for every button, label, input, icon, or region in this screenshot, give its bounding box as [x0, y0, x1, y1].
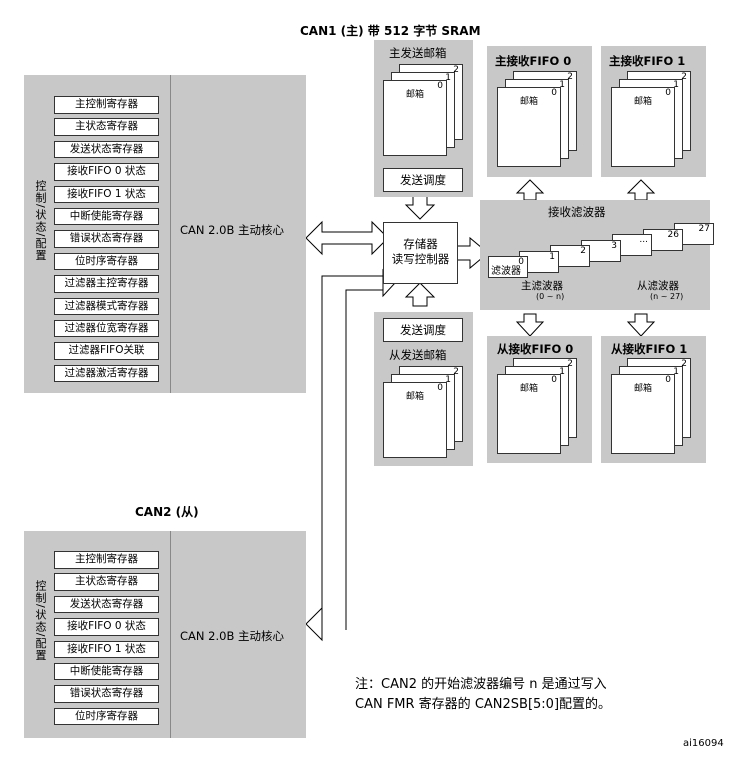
mailbox-number: 2 — [567, 359, 573, 369]
register-box: 过滤器模式寄存器 — [54, 297, 159, 316]
register-box: 发送状态寄存器 — [54, 140, 159, 159]
mailbox-number: 2 — [681, 359, 687, 369]
register-box: 过滤器主控寄存器 — [54, 275, 159, 293]
mailbox-label: 邮箱 — [406, 392, 425, 402]
register-box: 主控制寄存器 — [54, 551, 159, 569]
filter-number: 0 — [518, 257, 524, 267]
slave-tx-scheduler: 发送调度 — [383, 318, 463, 342]
mailbox-number: 2 — [453, 367, 459, 377]
mailbox-page: 0 邮箱 — [497, 374, 561, 454]
mailbox-number: 0 — [437, 81, 443, 91]
mailbox-page: 0 邮箱 — [383, 382, 447, 458]
note-line-2: CAN FMR 寄存器的 CAN2SB[5:0]配置的。 — [355, 697, 612, 712]
slave-filters-label: 从滤波器 — [637, 280, 679, 292]
can2-title: CAN2 (从) — [135, 505, 199, 519]
master-tx-title: 主发送邮箱 — [389, 46, 447, 60]
register-box: 接收FIFO 0 状态 — [54, 163, 159, 181]
mailbox-label: 邮箱 — [520, 97, 539, 107]
can1-divider — [170, 75, 171, 393]
master-tx-scheduler: 发送调度 — [383, 168, 463, 192]
to-master-fifo1-arrow — [626, 179, 656, 201]
to-slave-fifo1-arrow — [626, 313, 656, 337]
mailbox-number: 2 — [681, 72, 687, 82]
slave-scheduler-arrow — [404, 282, 436, 307]
mailbox-page: 0 邮箱 — [611, 87, 675, 167]
register-box: 中断使能寄存器 — [54, 207, 159, 226]
slave-fifo1-title: 从接收FIFO 1 — [611, 342, 688, 356]
mailbox-number: 1 — [445, 73, 451, 83]
mailbox-label: 邮箱 — [634, 384, 653, 394]
register-box: 错误状态寄存器 — [54, 230, 159, 248]
register-box: 接收FIFO 0 状态 — [54, 618, 159, 636]
master-filters-label: 主滤波器 — [521, 280, 563, 292]
slave-filters-range: (n ~ 27) — [650, 292, 684, 301]
can2-side-label: 控制/状态/配置 — [34, 580, 47, 662]
mailbox-number: 0 — [665, 88, 671, 98]
mailbox-number: 0 — [437, 383, 443, 393]
register-box: 过滤器位宽寄存器 — [54, 319, 159, 338]
memory-controller: 存储器 读写控制器 — [383, 222, 458, 284]
filter-bank: 3 — [581, 239, 621, 262]
mailbox-number: 1 — [559, 80, 565, 90]
can2-divider — [170, 531, 171, 738]
filter-number: 3 — [611, 240, 617, 251]
filter-number: 2 — [580, 246, 586, 256]
can1-core-label: CAN 2.0B 主动核心 — [180, 223, 284, 237]
master-fifo0-title: 主接收FIFO 0 — [495, 54, 572, 68]
filter-label: 滤波器 — [491, 266, 521, 277]
register-box: 过滤器FIFO关联 — [54, 342, 159, 360]
mailbox-label: 邮箱 — [634, 97, 653, 107]
to-slave-fifo0-arrow — [515, 313, 545, 337]
slave-fifo0-title: 从接收FIFO 0 — [497, 342, 574, 356]
mailbox-number: 1 — [673, 80, 679, 90]
filter-number: 1 — [549, 251, 555, 262]
register-box: 中断使能寄存器 — [54, 662, 159, 681]
mailbox-page: 0 邮箱 — [611, 374, 675, 454]
to-master-fifo0-arrow — [515, 179, 545, 201]
can2-core-label: CAN 2.0B 主动核心 — [180, 629, 284, 643]
register-box: 错误状态寄存器 — [54, 685, 159, 703]
mailbox-page: 0 邮箱 — [497, 87, 561, 167]
register-box: 主状态寄存器 — [54, 573, 159, 591]
master-scheduler-arrow — [404, 195, 436, 220]
mailbox-number: 2 — [567, 72, 573, 82]
mailbox-number: 1 — [445, 375, 451, 385]
register-box: 主控制寄存器 — [54, 96, 159, 114]
can1-bus-arrow — [305, 220, 389, 256]
master-filters-range: (0 ~ n) — [536, 292, 565, 301]
mailbox-number: 0 — [665, 375, 671, 385]
can1-side-label: 控制/状态/配置 — [34, 180, 47, 262]
filter-number: 27 — [698, 224, 710, 234]
figure-id: ai16094 — [683, 738, 724, 749]
mailbox-number: 1 — [559, 367, 565, 377]
mailbox-page: 0 邮箱 — [383, 80, 447, 156]
mailbox-number: 2 — [453, 65, 459, 75]
note-line-1: 注：CAN2 的开始滤波器编号 n 是通过写入 — [355, 677, 607, 692]
mailbox-label: 邮箱 — [520, 384, 539, 394]
can2-bus-line — [321, 275, 383, 630]
register-box: 主状态寄存器 — [54, 118, 159, 136]
slave-tx-title: 从发送邮箱 — [389, 348, 447, 362]
register-box: 接收FIFO 1 状态 — [54, 185, 159, 204]
mailbox-number: 0 — [551, 375, 557, 385]
master-fifo1-title: 主接收FIFO 1 — [609, 54, 686, 68]
register-box: 接收FIFO 1 状态 — [54, 640, 159, 659]
mailbox-label: 邮箱 — [406, 90, 425, 100]
filter-number: 26 — [667, 229, 679, 240]
mailbox-number: 1 — [673, 367, 679, 377]
register-box: 发送状态寄存器 — [54, 595, 159, 614]
can1-title: CAN1 (主) 带 512 字节 SRAM — [300, 24, 481, 38]
can2-register-list: 主控制寄存器主状态寄存器发送状态寄存器接收FIFO 0 状态接收FIFO 1 状… — [54, 551, 159, 730]
can1-register-list: 主控制寄存器主状态寄存器发送状态寄存器接收FIFO 0 状态接收FIFO 1 状… — [54, 96, 159, 387]
mailbox-number: 0 — [551, 88, 557, 98]
filter-number: ... — [639, 235, 648, 245]
register-box: 位时序寄存器 — [54, 252, 159, 271]
register-box: 位时序寄存器 — [54, 707, 159, 726]
filters-title: 接收滤波器 — [548, 205, 606, 219]
register-box: 过滤器激活寄存器 — [54, 364, 159, 383]
